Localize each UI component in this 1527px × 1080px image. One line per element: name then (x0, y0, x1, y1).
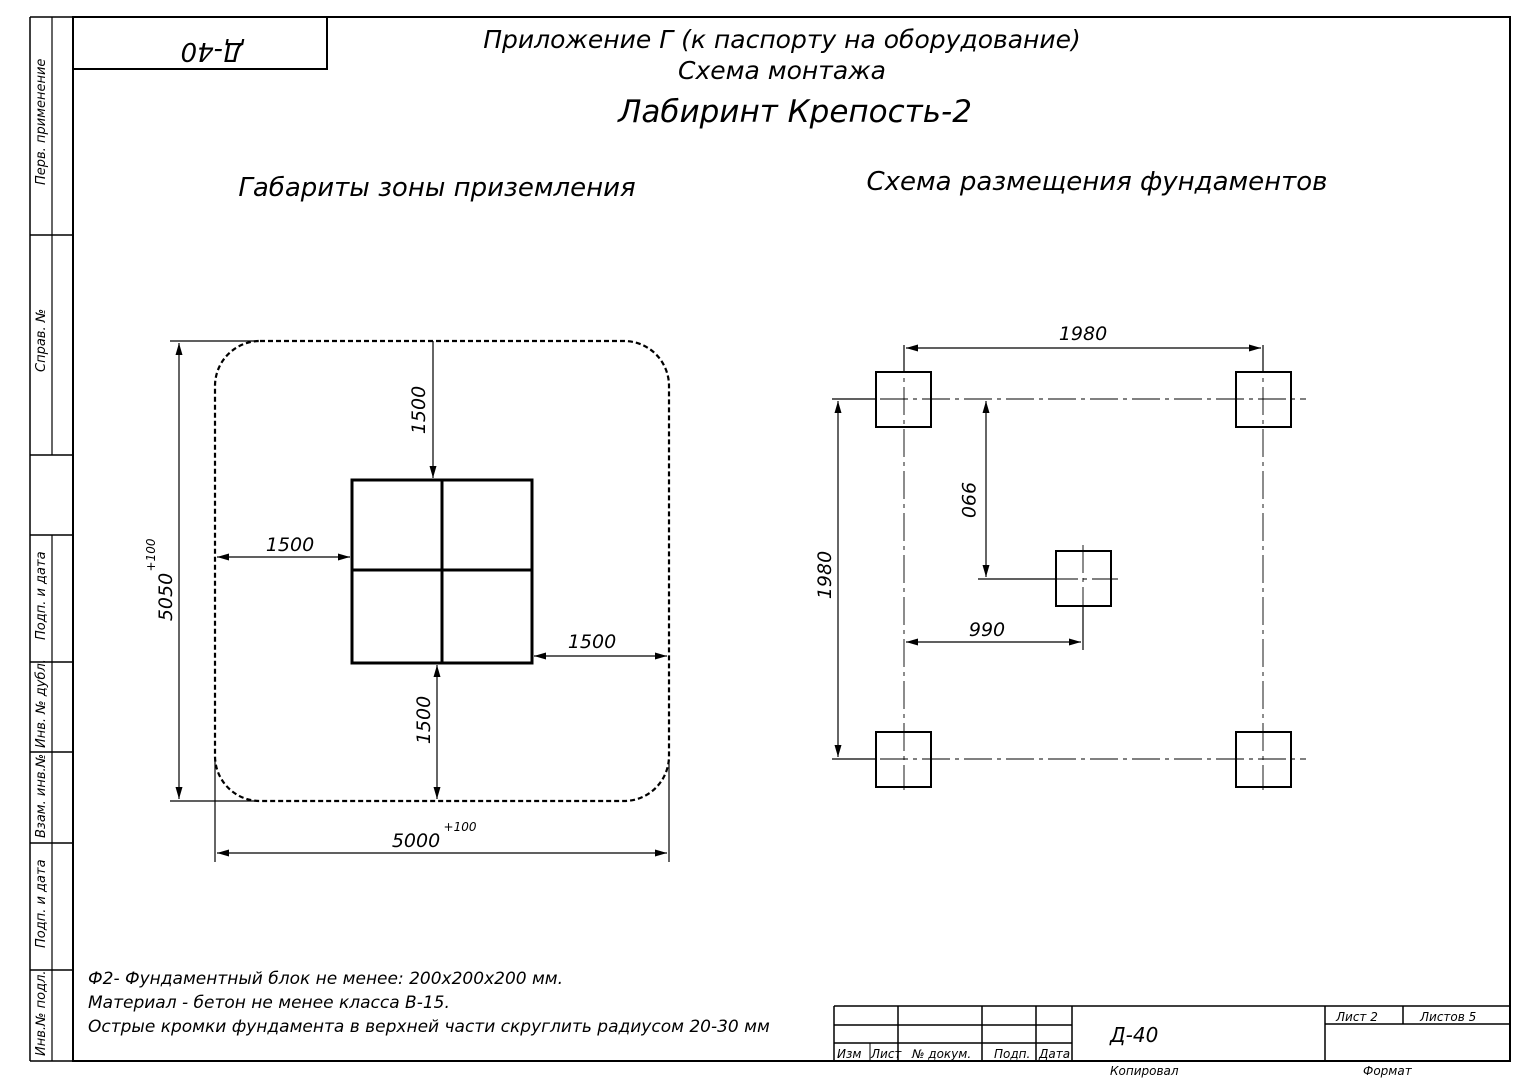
title-block-data: Дата (1038, 1047, 1070, 1061)
title-block: Изм Лист № докум. Подп. Дата Д-40 Лист 2… (833, 1005, 1510, 1078)
note-line: Ф2- Фундаментный блок не менее: 200х200х… (88, 969, 563, 989)
foundation-block-center (1055, 550, 1112, 607)
foundation-dim-center-h-label: 990 (969, 619, 1005, 641)
product-name: Лабиринт Крепость-2 (617, 94, 972, 130)
foundation-blocks (875, 371, 1292, 788)
dim-width-label: 5000 (392, 830, 440, 852)
dim-right-label: 1500 (568, 631, 616, 653)
top-code-box: Д-40 (73, 17, 328, 70)
title-block-sheet: Лист 2 (1335, 1010, 1378, 1024)
axis-lines (838, 345, 1306, 790)
foundation-dim-width-label: 1980 (1059, 323, 1107, 345)
foundation-block (875, 371, 932, 428)
title-block-sheets: Листов 5 (1419, 1010, 1476, 1024)
sheet-frame (29, 16, 1511, 1062)
scheme-title: Схема монтажа (678, 56, 886, 85)
dim-width-tolerance: +100 (444, 820, 477, 834)
side-label-sprav-no: Справ. № (34, 309, 49, 372)
note-line: Материал - бетон не менее класса В-15. (88, 993, 450, 1013)
foundation-dimensions (832, 344, 1264, 760)
title-block-copied: Копировал (1110, 1064, 1179, 1078)
title-block-format: Формат (1363, 1064, 1413, 1078)
side-label-podp-data-1: Подп. и дата (34, 551, 49, 640)
equipment-footprint (350, 478, 534, 665)
side-label-podp-data-2: Подп. и дата (34, 859, 49, 948)
foundation-dim-height-label: 1980 (814, 551, 836, 599)
dim-left-label: 1500 (266, 534, 314, 556)
foundation-block (875, 731, 932, 788)
side-label-vzam-inv: Взам. инв.№ (34, 754, 49, 838)
notes: Ф2- Фундаментный блок не менее: 200х200х… (88, 969, 770, 1037)
dim-height-tolerance: +100 (144, 538, 158, 571)
dim-height-label: 5050 (155, 573, 177, 621)
foundation-layout-view: Схема размещения фундаментов (814, 167, 1328, 790)
foundation-block (1235, 371, 1292, 428)
side-label-inv-podl: Инв.№ подл. (34, 970, 49, 1056)
foundation-layout-heading: Схема размещения фундаментов (866, 167, 1327, 197)
annex-title: Приложение Г (к паспорту на оборудование… (483, 25, 1081, 54)
side-strip: Перв. применение Справ. № Подп. и дата И… (34, 59, 49, 1056)
title-block-izm: Изм (837, 1047, 861, 1061)
landing-zone-dimensions (170, 340, 670, 862)
landing-zone-view: Габариты зоны приземления 1500 (144, 173, 671, 862)
side-label-perv-primen: Перв. применение (34, 59, 49, 185)
dim-top-label: 1500 (408, 386, 430, 434)
landing-zone-heading: Габариты зоны приземления (238, 173, 635, 203)
title-block-code: Д-40 (1109, 1023, 1158, 1047)
foundation-dim-center-v-label: 990 (957, 482, 979, 518)
note-line: Острые кромки фундамента в верхней части… (88, 1017, 770, 1037)
foundation-block (1235, 731, 1292, 788)
title-block-list: Лист (870, 1047, 902, 1061)
dim-bottom-label: 1500 (413, 696, 435, 744)
side-label-inv-dubl: Инв. № дубл. (34, 659, 49, 748)
title-block-no-dokum: № докум. (911, 1047, 971, 1061)
top-code-label: Д-40 (181, 36, 245, 66)
landing-zone-outline (213, 339, 671, 803)
title-block-podp: Подп. (994, 1047, 1030, 1061)
